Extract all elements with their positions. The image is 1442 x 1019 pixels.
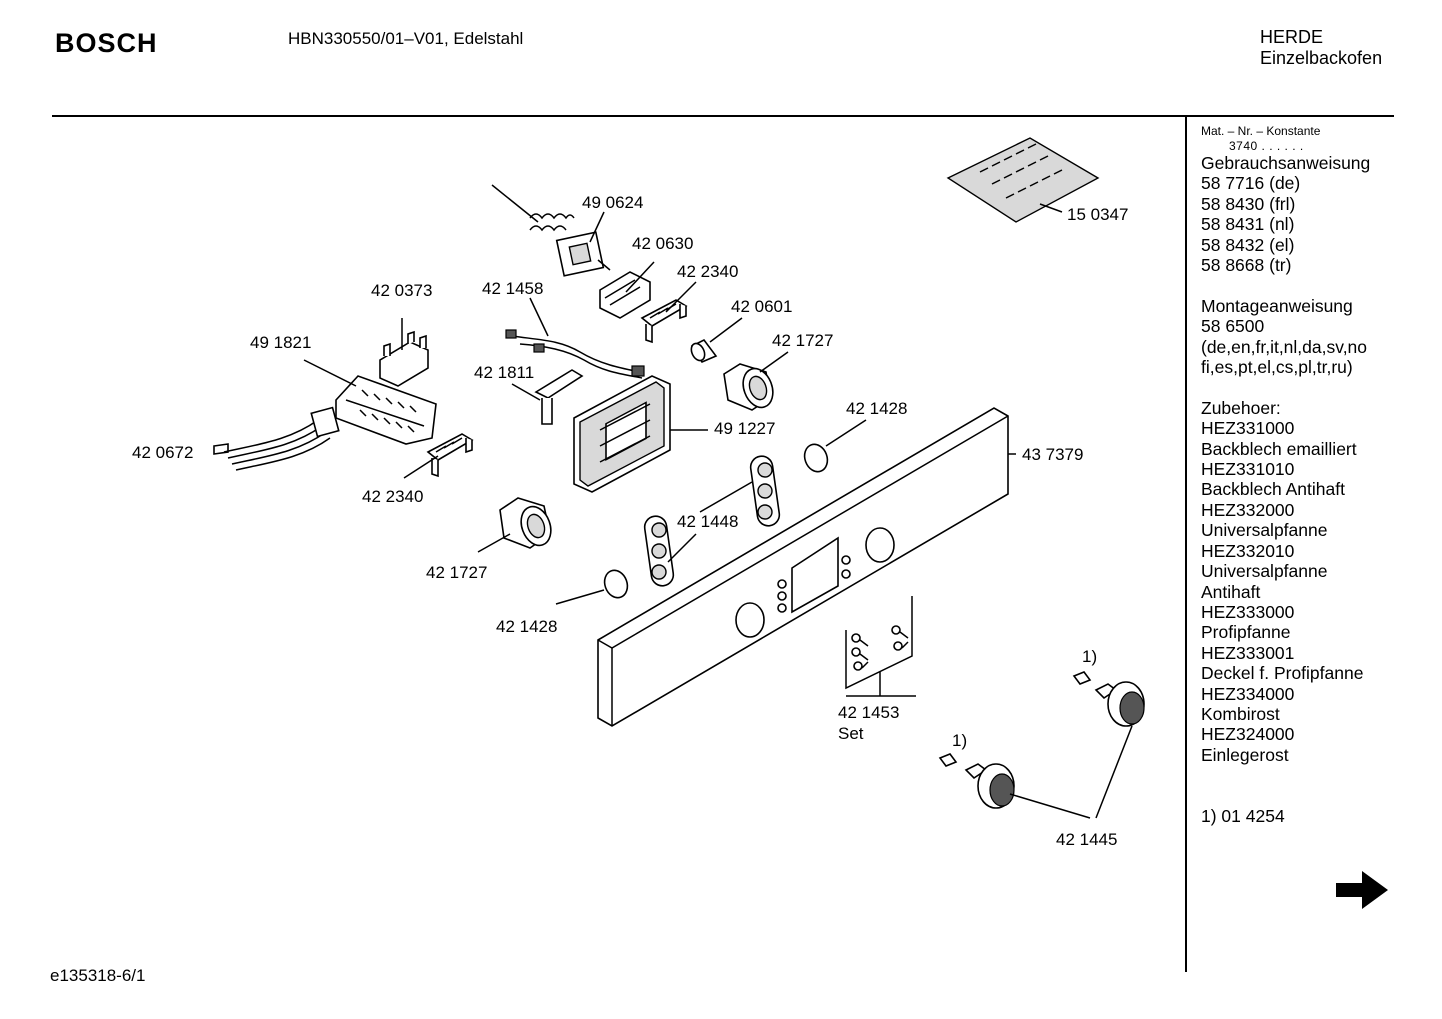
accessory-item: Deckel f. Profipfanne	[1201, 663, 1364, 684]
document-code: e135318-6/1	[50, 966, 146, 985]
brand-logo: BOSCH	[55, 28, 158, 58]
category-line-2: Einzelbackofen	[1260, 48, 1383, 68]
part-label[interactable]: 42 0630	[632, 234, 693, 253]
clip-part[interactable]	[640, 299, 688, 344]
clip-part[interactable]	[426, 433, 474, 478]
thermostat-part[interactable]	[491, 184, 611, 277]
manual-item[interactable]: 58 7716 (de)	[1201, 173, 1301, 194]
lamp-part[interactable]	[689, 338, 718, 364]
accessory-item: Universalpfanne	[1201, 520, 1328, 541]
header-divider	[52, 115, 1394, 117]
accessory-item: Einlegerost	[1201, 744, 1289, 765]
part-label[interactable]: 42 1811	[474, 363, 534, 382]
cable-part[interactable]	[505, 329, 645, 379]
set-label: Set	[838, 724, 864, 743]
model-title: HBN330550/01–V01, Edelstahl	[288, 29, 524, 48]
accessories-title: Zubehoer:	[1201, 397, 1281, 418]
manual-item[interactable]: 58 8431 (nl)	[1201, 214, 1295, 235]
accessory-item: Backblech emailliert	[1201, 438, 1357, 459]
knob-part[interactable]	[938, 671, 1145, 809]
footnote-mark: 1)	[952, 731, 967, 750]
accessory-item: Antihaft	[1201, 581, 1261, 602]
part-label[interactable]: 42 1445	[1056, 830, 1117, 849]
accessory-item[interactable]: HEZ333000	[1201, 601, 1295, 622]
part-label[interactable]: 42 1453	[838, 703, 899, 722]
accessory-item[interactable]: HEZ331010	[1201, 459, 1295, 480]
ring-part[interactable]	[801, 441, 831, 475]
part-label[interactable]: 42 1428	[496, 617, 557, 636]
accessory-item[interactable]: HEZ334000	[1201, 683, 1295, 704]
button-strip-part[interactable]	[643, 455, 781, 587]
accessory-item: Profipfanne	[1201, 622, 1291, 643]
part-label[interactable]: 42 2340	[677, 262, 738, 281]
part-label[interactable]: 42 0601	[731, 297, 792, 316]
manual-item[interactable]: 58 8432 (el)	[1201, 234, 1295, 255]
terminal-block-part[interactable]	[335, 375, 437, 445]
bracket-part[interactable]	[599, 271, 651, 319]
footnote: 1) 01 4254	[1201, 805, 1285, 826]
front-panel-part[interactable]	[597, 407, 1009, 727]
part-label[interactable]: 42 1727	[426, 563, 487, 582]
part-label[interactable]: 15 0347	[1067, 205, 1128, 224]
part-label[interactable]: 42 1727	[772, 331, 833, 350]
accessory-item: Universalpfanne	[1201, 561, 1328, 582]
accessory-item[interactable]: HEZ332000	[1201, 499, 1295, 520]
accessory-item[interactable]: HEZ331000	[1201, 418, 1295, 439]
mat-label: Mat. – Nr. – Konstante	[1201, 124, 1321, 138]
footnote-mark: 1)	[1082, 647, 1097, 666]
accessory-item: Kombirost	[1201, 703, 1280, 724]
part-label[interactable]: 42 1428	[846, 399, 907, 418]
accessory-item: Backblech Antihaft	[1201, 479, 1345, 500]
sidebar-divider	[1185, 116, 1187, 972]
manual-title: Gebrauchsanweisung	[1201, 153, 1371, 173]
part-label[interactable]: 49 1227	[714, 419, 775, 438]
screw-bag-part[interactable]	[946, 137, 1100, 223]
mat-value: 3740 . . . . . .	[1229, 139, 1304, 153]
ring-part[interactable]	[601, 567, 631, 601]
exploded-view-diagram: 49 0624 42 0630 42 2340 42 0601 42 1727 …	[132, 137, 1145, 849]
install-item: fi,es,pt,el,cs,pl,tr,ru)	[1201, 357, 1353, 378]
part-label[interactable]: 42 1448	[677, 512, 738, 531]
install-title: Montageanweisung	[1201, 295, 1353, 316]
control-module-part[interactable]	[573, 375, 671, 493]
manual-item[interactable]: 58 8430 (frl)	[1201, 193, 1296, 214]
install-item[interactable]: 58 6500	[1201, 316, 1265, 337]
parts-sidebar: Mat. – Nr. – Konstante 3740 . . . . . . …	[1201, 124, 1401, 826]
part-label[interactable]: 43 7379	[1022, 445, 1083, 464]
install-item: (de,en,fr,it,nl,da,sv,no	[1201, 336, 1368, 357]
part-label[interactable]: 42 0373	[371, 281, 432, 300]
part-label[interactable]: 49 1821	[250, 333, 311, 352]
screw-set-part[interactable]	[845, 596, 913, 690]
manual-item[interactable]: 58 8668 (tr)	[1201, 255, 1292, 276]
knob-holder-part[interactable]	[723, 363, 778, 412]
wire-set-part[interactable]	[213, 406, 340, 471]
relay-bracket-part[interactable]	[379, 330, 429, 387]
part-label[interactable]: 42 2340	[362, 487, 423, 506]
part-label[interactable]: 49 0624	[582, 193, 643, 212]
accessory-item[interactable]: HEZ324000	[1201, 724, 1295, 745]
part-label[interactable]: 42 1458	[482, 279, 543, 298]
lever-part[interactable]	[534, 369, 584, 425]
category-line-1: HERDE	[1260, 27, 1324, 47]
arrow-right-icon[interactable]	[1334, 868, 1390, 912]
accessory-item[interactable]: HEZ333001	[1201, 642, 1295, 663]
knob-holder-part[interactable]	[499, 497, 556, 550]
accessory-item[interactable]: HEZ332010	[1201, 540, 1295, 561]
part-label[interactable]: 42 0672	[132, 443, 193, 462]
